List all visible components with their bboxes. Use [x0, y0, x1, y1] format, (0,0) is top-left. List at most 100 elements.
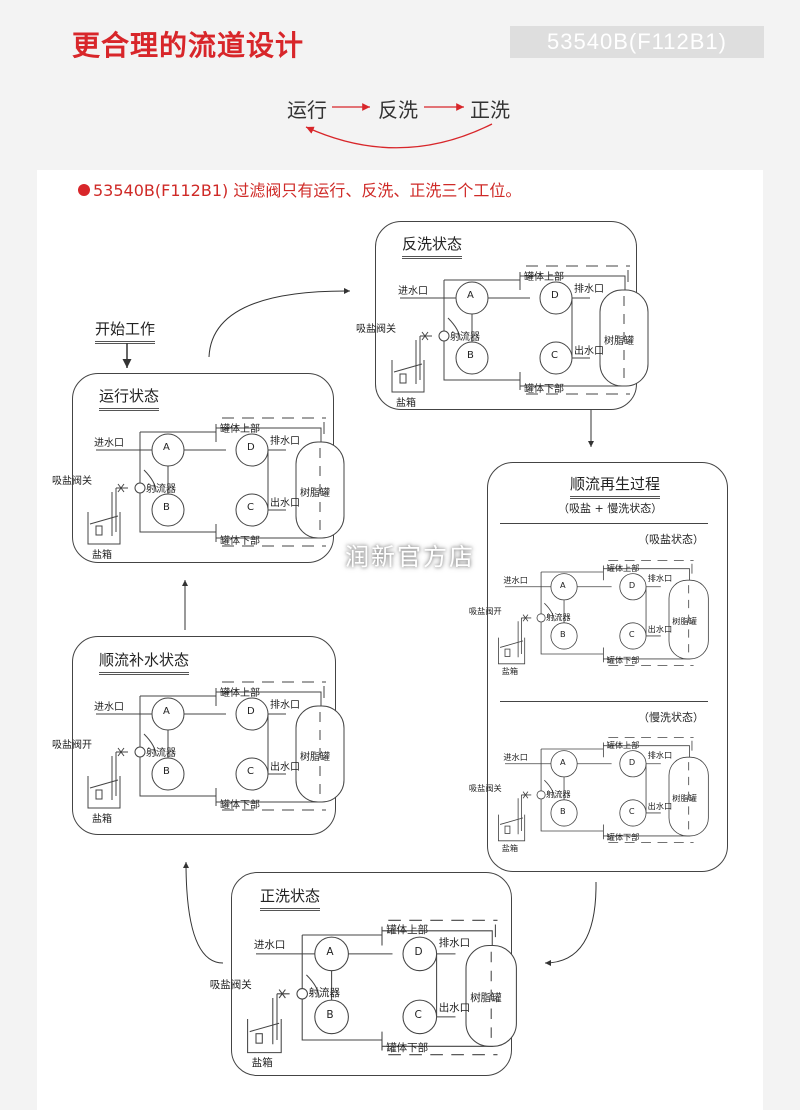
port-b-label: B	[163, 502, 170, 513]
cycle-return-arrow	[305, 123, 493, 149]
port-a-circle	[151, 697, 185, 731]
brine-box-label: 盐箱	[92, 550, 112, 561]
brine-box-label: 盐箱	[501, 666, 519, 677]
port-c-label: C	[628, 806, 635, 817]
injector-circle	[134, 746, 146, 758]
tank-top-label: 罐体上部	[220, 688, 260, 699]
brine-box-label: 盐箱	[501, 843, 519, 854]
outlet-label: 出水口	[647, 623, 673, 634]
injector-label: 射流器	[308, 987, 341, 1000]
port-a-circle	[151, 433, 185, 467]
arrow-rinse-to-refill	[183, 861, 224, 964]
outlet-label: 出水口	[647, 800, 673, 811]
port-c-label: C	[247, 766, 254, 777]
resin-tank-label: 树脂罐	[672, 792, 697, 803]
port-c-circle	[402, 999, 438, 1035]
brine-line	[415, 336, 421, 384]
port-b-label: B	[326, 1008, 334, 1021]
inlet-label: 进水口	[94, 438, 124, 449]
injector-circle	[438, 330, 450, 342]
brine-line	[111, 488, 117, 536]
brine-valve	[276, 989, 290, 999]
brine-valve-label: 吸盐阀关	[52, 476, 92, 487]
substate-label-brine: （吸盐状态）	[638, 533, 704, 546]
port-c-label: C	[414, 1008, 422, 1021]
tank-top-label: 罐体上部	[606, 740, 640, 751]
drain-label: 排水口	[438, 937, 471, 949]
port-a-label: A	[326, 945, 334, 958]
brine-valve	[420, 331, 432, 341]
drain-label: 排水口	[574, 284, 604, 295]
brine-float	[95, 789, 103, 800]
cycle-step-backwash: 反洗	[378, 98, 418, 122]
model-badge: 53540B(F112B1)	[510, 26, 764, 58]
start-label: 开始工作	[95, 318, 156, 344]
intro-text-content: 53540B(F112B1) 过滤阀只有运行、反洗、正洗三个工位。	[93, 181, 522, 200]
brine-valve-label: 吸盐阀开	[468, 605, 502, 616]
tank-bottom-label: 罐体下部	[606, 832, 640, 842]
port-d-circle	[402, 936, 438, 972]
port-d-label: D	[247, 706, 255, 717]
card-title: 顺流补水状态	[99, 649, 190, 675]
brine-float	[504, 825, 511, 834]
inlet-label: 进水口	[398, 286, 428, 297]
outlet-label: 出水口	[270, 498, 300, 509]
tank-top-label: 罐体上部	[524, 272, 564, 283]
brine-box	[498, 814, 526, 842]
divider	[500, 701, 708, 702]
brine-box	[87, 512, 121, 545]
port-b-label: B	[467, 350, 474, 361]
brine-float	[504, 648, 511, 657]
brine-valve-label: 吸盐阀关	[468, 782, 502, 793]
bullet-dot-icon	[78, 184, 90, 196]
card-rinse-state: 正洗状态	[231, 872, 512, 1076]
port-b-circle	[151, 757, 185, 791]
port-b-label: B	[163, 766, 170, 777]
card-subtitle: （吸盐 + 慢洗状态）	[558, 502, 663, 515]
brine-line	[517, 794, 522, 835]
port-b-label: B	[559, 806, 566, 817]
port-b-circle	[550, 799, 578, 827]
port-d-label: D	[628, 580, 636, 591]
brine-box	[247, 1018, 282, 1054]
port-c-circle	[619, 799, 647, 827]
port-c-circle	[235, 757, 269, 791]
port-d-circle	[619, 750, 647, 778]
brine-float	[255, 1033, 263, 1044]
resin-tank-label: 树脂罐	[470, 991, 502, 1004]
port-a-circle	[455, 281, 489, 315]
outlet-label: 出水口	[270, 762, 300, 773]
arrow-regen-to-rinse	[544, 881, 597, 966]
port-a-circle	[550, 750, 578, 778]
port-c-label: C	[551, 350, 558, 361]
intro-text: 53540B(F112B1) 过滤阀只有运行、反洗、正洗三个工位。	[78, 177, 521, 201]
port-d-label: D	[247, 442, 255, 453]
port-a-label: A	[559, 580, 566, 591]
injector-circle	[296, 988, 308, 1000]
brine-box-label: 盐箱	[396, 398, 416, 409]
brine-valve-label: 吸盐阀关	[209, 979, 252, 991]
watermark: 润新官方店	[345, 543, 475, 571]
brine-box	[391, 360, 425, 393]
brine-valve-label: 吸盐阀开	[52, 740, 92, 751]
resin-tank-label: 树脂罐	[300, 488, 330, 499]
arrow-run-to-backwash	[208, 287, 351, 358]
brine-box-label: 盐箱	[92, 814, 112, 825]
card-title: 顺流再生过程	[570, 473, 661, 499]
brine-line	[111, 752, 117, 800]
port-a-label: A	[163, 706, 170, 717]
port-a-label: A	[467, 290, 474, 301]
injector-label: 射流器	[146, 484, 176, 495]
port-a-circle	[550, 573, 578, 601]
port-d-circle	[235, 697, 269, 731]
card-backwash-state: 反洗状态	[375, 221, 637, 410]
tank-bottom-label: 罐体下部	[606, 655, 640, 665]
injector-circle	[134, 482, 146, 494]
cycle-step-rinse: 正洗	[470, 98, 510, 122]
inlet-label: 进水口	[253, 939, 286, 952]
port-d-label: D	[414, 945, 423, 958]
